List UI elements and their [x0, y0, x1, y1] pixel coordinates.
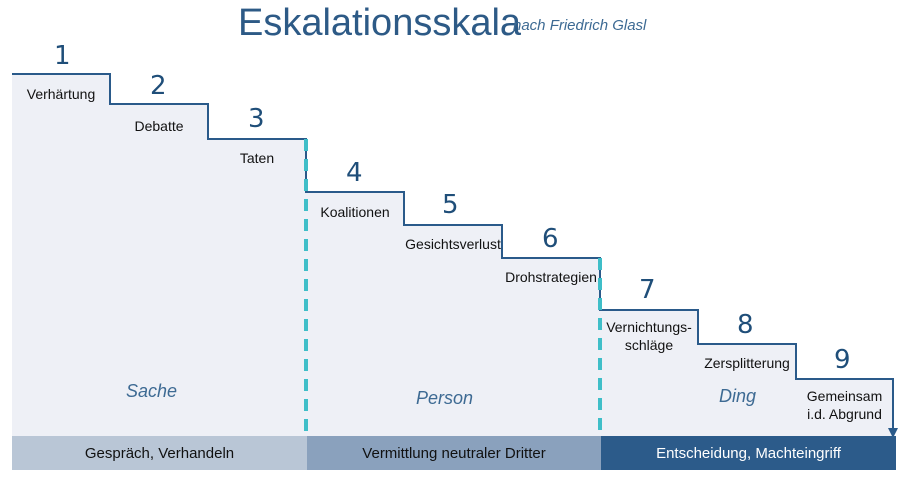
phase-label-ding: Ding — [719, 386, 757, 406]
step-label-7: Vernichtungs- schläge — [598, 318, 700, 354]
bar-gespraech: Gespräch, Verhandeln — [12, 436, 307, 470]
step-number-6: 6 — [542, 224, 559, 254]
step-label-9: Gemeinsam i.d. Abgrund — [796, 387, 893, 423]
step-label-2: Debatte — [134, 118, 184, 134]
step-label-7-line1: Vernichtungs- — [606, 319, 692, 335]
step-label-9-line2: i.d. Abgrund — [807, 406, 882, 422]
step-number-3: 3 — [248, 104, 265, 134]
step-number-8: 8 — [737, 310, 754, 340]
step-number-2: 2 — [150, 71, 167, 101]
step-number-5: 5 — [442, 190, 459, 220]
step-number-7: 7 — [639, 275, 656, 305]
step-label-5: Gesichtsverlust — [405, 236, 501, 252]
arrow-head-icon — [888, 428, 898, 438]
bar-entscheidung: Entscheidung, Machteingriff — [601, 436, 896, 470]
step-number-1: 1 — [54, 41, 71, 71]
phase-label-person: Person — [416, 388, 474, 408]
step-label-1: Verhärtung — [26, 86, 96, 102]
step-number-4: 4 — [346, 158, 363, 188]
step-label-4: Koalitionen — [320, 204, 390, 220]
phase-label-sache: Sache — [126, 381, 178, 401]
step-label-8: Zersplitterung — [704, 355, 790, 371]
bar-gespraech-label: Gespräch, Verhandeln — [84, 444, 235, 462]
bar-entscheidung-label: Entscheidung, Machteingriff — [656, 444, 841, 462]
staircase-line — [12, 73, 894, 430]
step-label-6: Drohstrategien — [505, 269, 597, 285]
title-row: Eskalationsskala nach Friedrich Glasl — [0, 0, 908, 60]
bar-vermittlung-label: Vermittlung neutraler Dritter — [362, 444, 546, 462]
step-number-9: 9 — [834, 345, 851, 375]
bar-vermittlung: Vermittlung neutraler Dritter — [307, 436, 601, 470]
diagram-title: Eskalationsskala — [238, 2, 522, 44]
step-label-3: Taten — [239, 150, 275, 166]
step-label-9-line1: Gemeinsam — [806, 388, 883, 404]
diagram-subtitle: nach Friedrich Glasl — [513, 17, 647, 34]
step-label-7-line2: schläge — [624, 337, 674, 353]
staircase-fill — [12, 74, 893, 436]
